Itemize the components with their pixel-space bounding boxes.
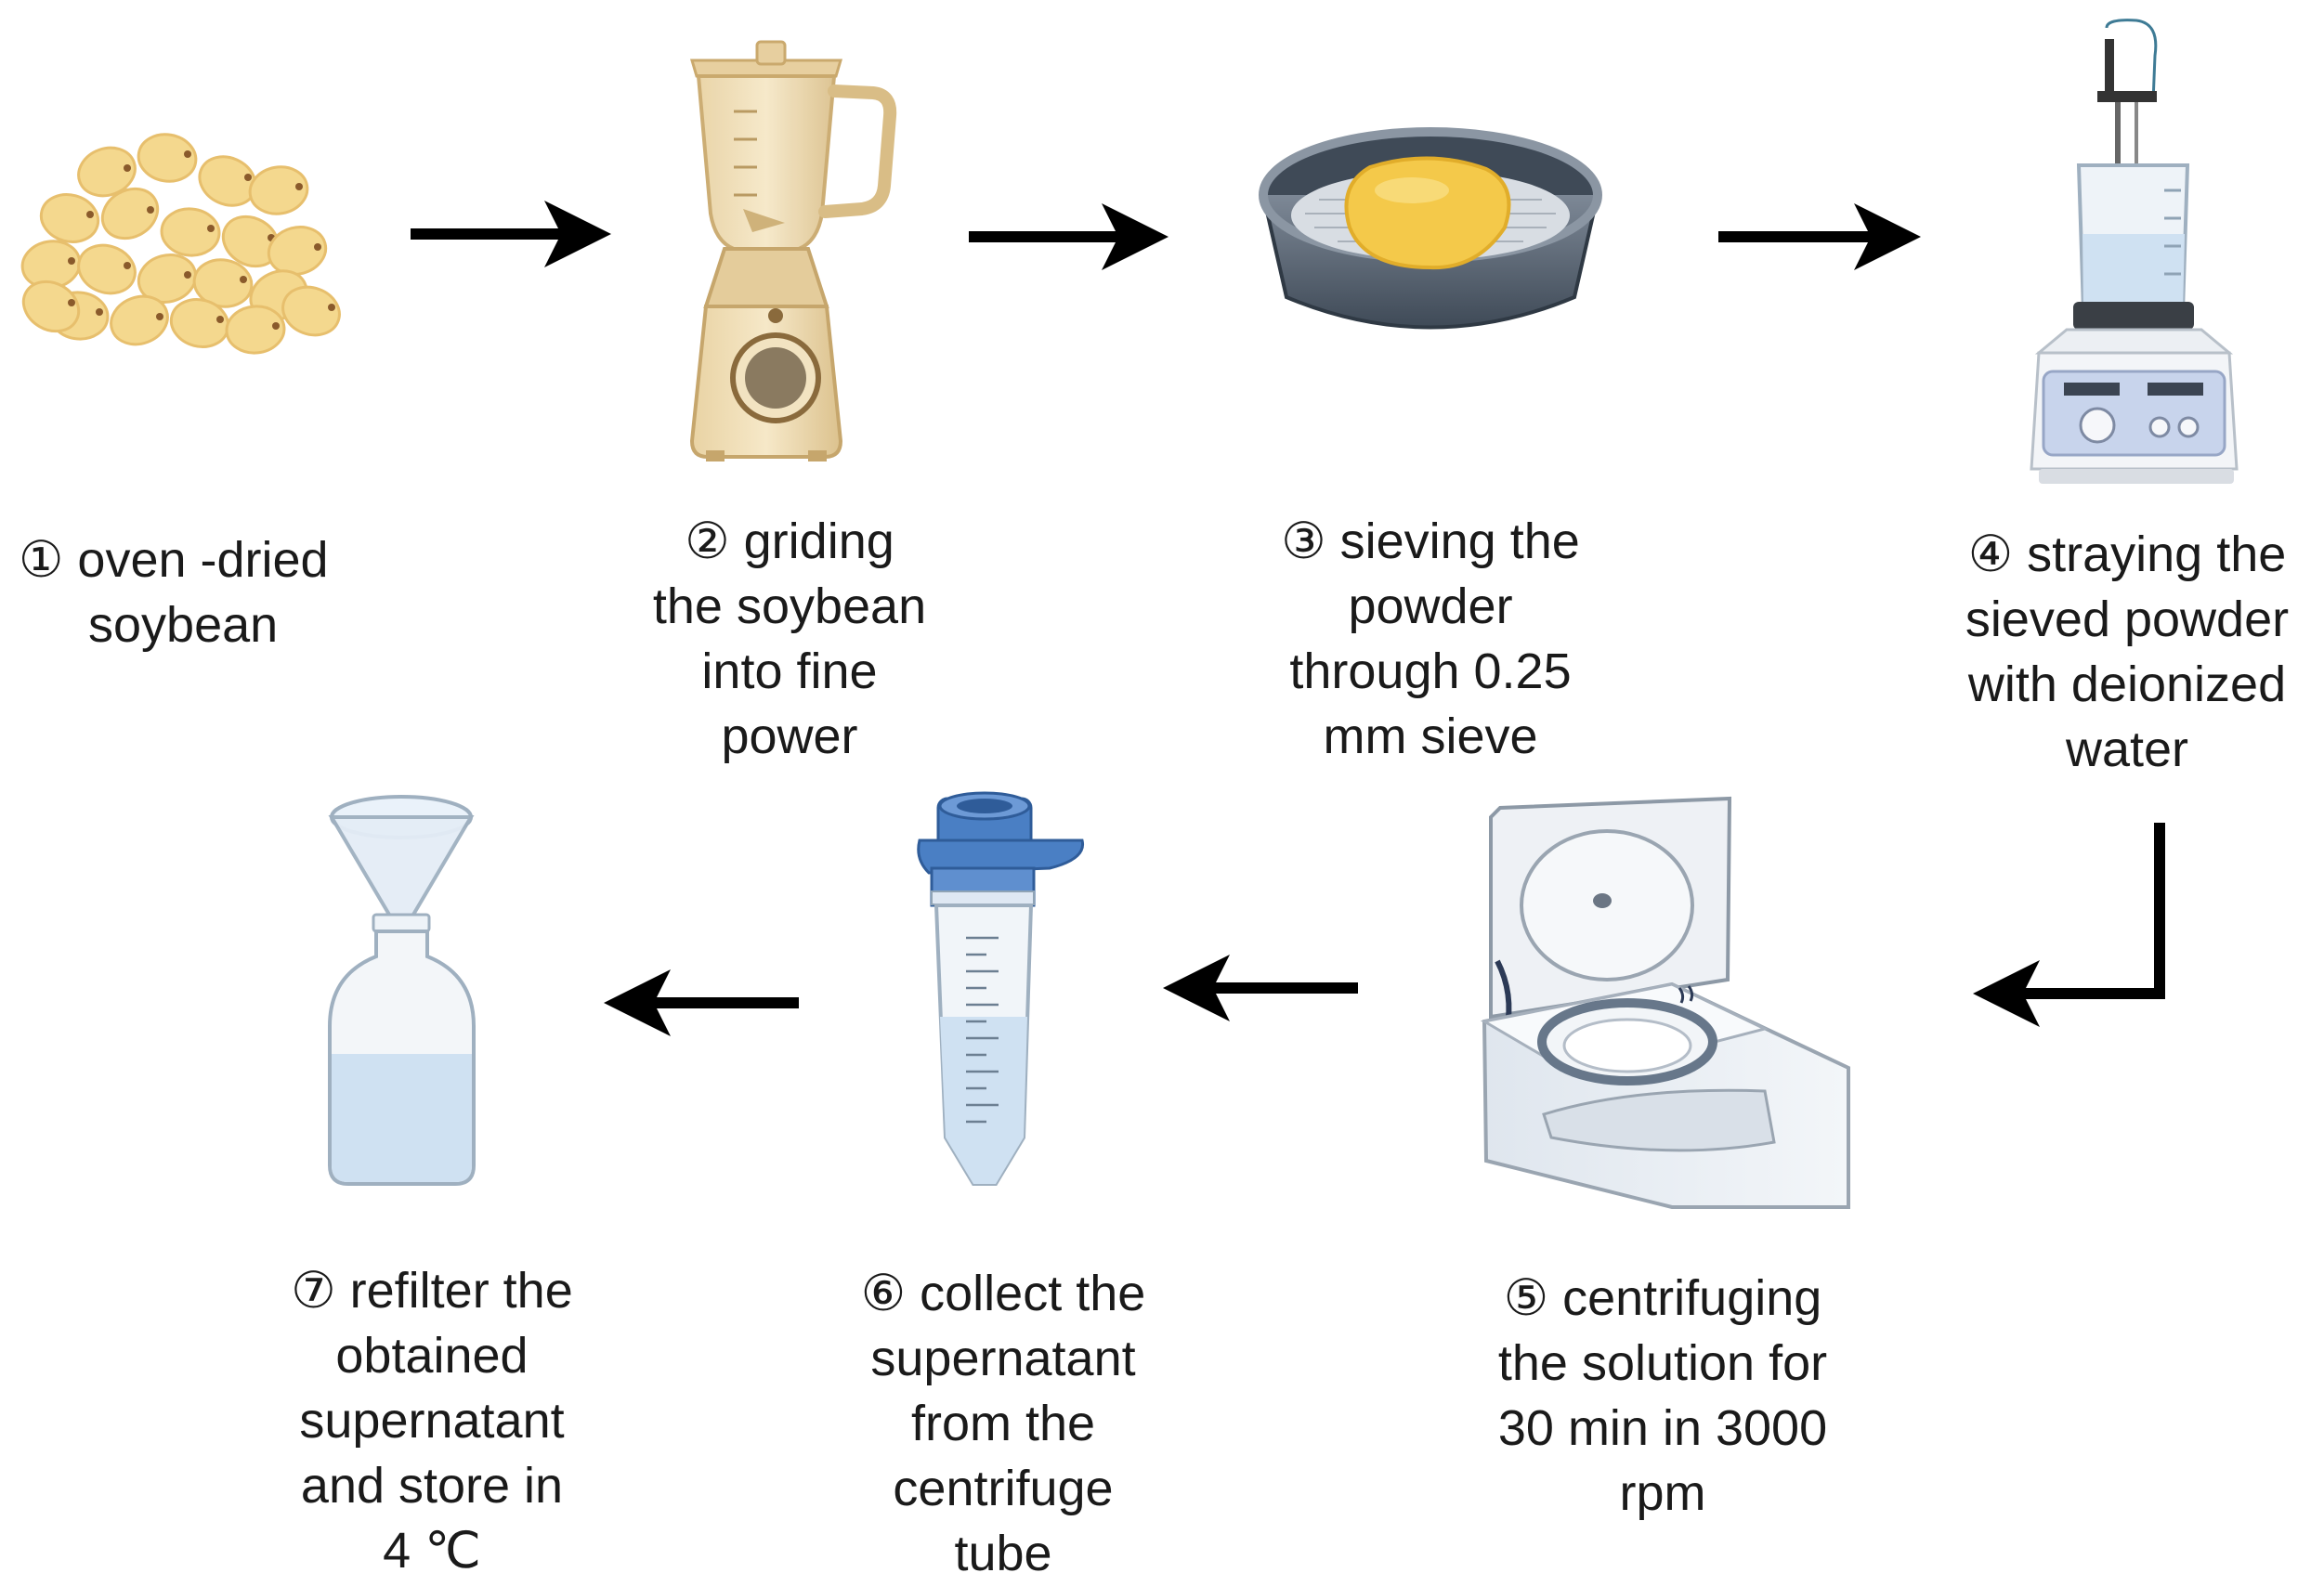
soybean-hilum [96,308,103,316]
soybean-hilum [184,271,191,279]
soybean-hilum [244,174,252,181]
step-6-caption: ⑥ collect the supernatant from the centr… [860,1266,1146,1581]
soybean [248,165,309,215]
soybean-hilum [124,262,131,269]
soybean [137,254,198,304]
funnel-bottle-icon [328,795,476,1186]
step-3-caption: ③ sieving the powder through 0.25 mm sie… [1281,514,1580,764]
soybean [137,133,198,183]
sieve-icon [1259,127,1602,330]
soybean [110,294,169,346]
soybean-hilum [184,150,191,158]
centrifuge-tube-icon [917,791,1085,1186]
soybean-hilum [86,211,94,218]
step-5-caption: ⑤ centrifuging the solution for 30 min i… [1497,1270,1828,1521]
blender-icon [689,40,897,462]
soybean [225,305,286,355]
soybean-hilum [68,299,75,306]
soybean-hilum [272,322,280,330]
flow-arrows [411,201,2165,1036]
soybean-hilum [328,304,335,311]
soybean [281,285,341,337]
soybean-hilum [147,206,154,214]
step-1-caption: ① oven -dried soybean [19,532,329,653]
soybean [77,243,137,295]
soybean-hilum [207,225,215,232]
soybean [267,226,328,276]
soybean-hilum [124,164,131,172]
magnetic-stirrer-icon [2030,19,2239,484]
soybean-hilum [216,316,224,323]
soybean [39,193,100,243]
arrow-4-to-5 [1973,823,2165,1027]
centrifuge-icon [1480,796,1850,1209]
soybean [21,280,81,333]
soybean [160,207,221,257]
soybean-hilum [295,183,303,190]
soybean-hilum [314,243,321,251]
soybean-pile-icon [20,133,341,355]
soybean [77,146,137,198]
step-7-caption: ⑦ refilter the obtained supernatant and … [291,1263,573,1579]
step-4-caption: ④ straying the sieved powder with deioni… [1965,526,2290,777]
soybean [100,187,160,240]
soybean-hilum [68,257,75,265]
step-2-caption: ② griding the soybean into fine power [652,514,927,764]
soybean-hilum [240,276,247,283]
soybean-hilum [156,313,163,320]
